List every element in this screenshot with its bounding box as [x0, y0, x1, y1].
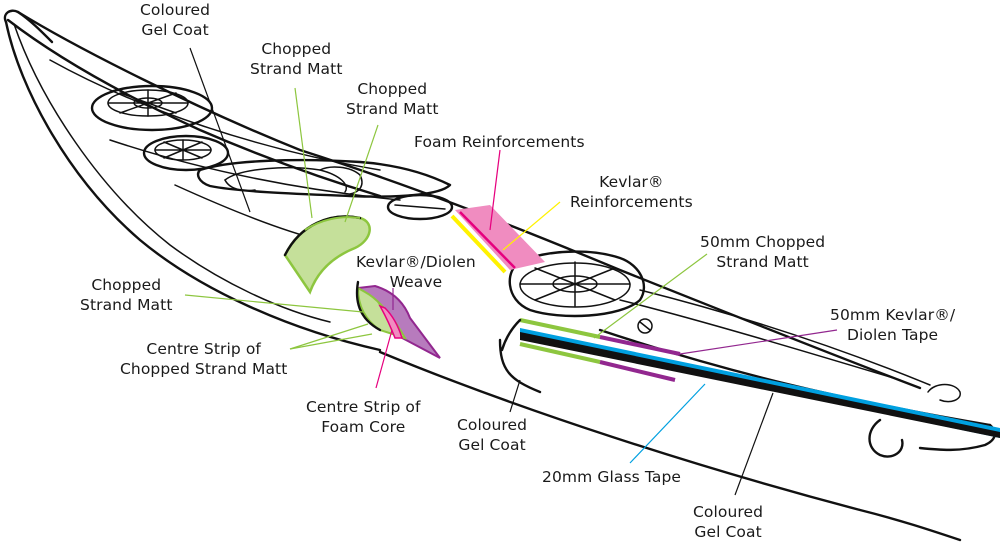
label-line: Foam Reinforcements — [414, 133, 585, 151]
label-line: Kevlar®/Diolen — [356, 253, 476, 271]
keel-laminate-strip — [500, 318, 1000, 438]
label-line: Strand Matt — [250, 60, 343, 78]
label-line: Kevlar® — [599, 173, 664, 191]
label-line: Chopped — [357, 80, 428, 98]
label-chopped-strand-matt-2: Chopped Strand Matt — [346, 79, 439, 119]
label-50mm-kevlar-diolen-tape: 50mm Kevlar®/ Diolen Tape — [830, 305, 955, 345]
label-chopped-strand-matt-1: Chopped Strand Matt — [250, 39, 343, 79]
label-centre-strip-foam-core: Centre Strip of Foam Core — [306, 397, 421, 437]
label-line: Chopped Strand Matt — [120, 360, 288, 378]
front-cutaway-layers — [283, 215, 371, 295]
label-line: Coloured — [140, 1, 211, 19]
label-line: Strand Matt — [346, 100, 439, 118]
label-kevlar-diolen-weave: Kevlar®/Diolen Weave — [356, 252, 476, 292]
label-line: Chopped — [91, 276, 162, 294]
cockpit — [196, 158, 452, 198]
leader-lines — [184, 47, 838, 496]
front-hatch — [90, 84, 214, 132]
label-chopped-strand-matt-3: Chopped Strand Matt — [80, 275, 173, 315]
label-line: 50mm Chopped — [700, 233, 826, 251]
label-kevlar-reinforcements: Kevlar® Reinforcements — [570, 172, 693, 212]
label-line: Strand Matt — [80, 296, 173, 314]
label-line: Strand Matt — [716, 253, 809, 271]
label-coloured-gel-coat-top: Coloured Gel Coat — [140, 0, 210, 40]
label-line: Gel Coat — [458, 436, 526, 454]
label-line: 50mm Kevlar®/ — [830, 306, 956, 324]
label-line: Centre Strip of — [146, 340, 261, 358]
label-line: Chopped — [261, 40, 332, 58]
label-line: Coloured — [693, 503, 764, 521]
label-line: Centre Strip of — [306, 398, 421, 416]
label-20mm-glass-tape: 20mm Glass Tape — [542, 467, 681, 487]
hull-side-cutaway — [355, 280, 441, 359]
label-coloured-gel-coat-mid: Coloured Gel Coat — [457, 415, 527, 455]
label-line: Diolen Tape — [846, 326, 939, 344]
label-line: Weave — [389, 273, 443, 291]
label-line: Gel Coat — [141, 21, 209, 39]
label-centre-strip-chopped-strand-matt: Centre Strip of Chopped Strand Matt — [120, 339, 287, 379]
label-line: Foam Core — [321, 418, 406, 436]
label-50mm-chopped-strand-matt: 50mm Chopped Strand Matt — [700, 232, 825, 272]
label-line: 20mm Glass Tape — [542, 468, 682, 486]
label-line: Gel Coat — [694, 523, 762, 541]
label-coloured-gel-coat-bottom: Coloured Gel Coat — [693, 502, 763, 542]
rear-day-hatch — [386, 193, 454, 221]
label-line: Reinforcements — [570, 193, 693, 211]
label-foam-reinforcements: Foam Reinforcements — [414, 132, 585, 152]
rear-hatch — [508, 250, 646, 318]
skeg-control — [637, 318, 653, 334]
label-line: Coloured — [457, 416, 528, 434]
deck-reinforcement-strip — [450, 205, 545, 274]
